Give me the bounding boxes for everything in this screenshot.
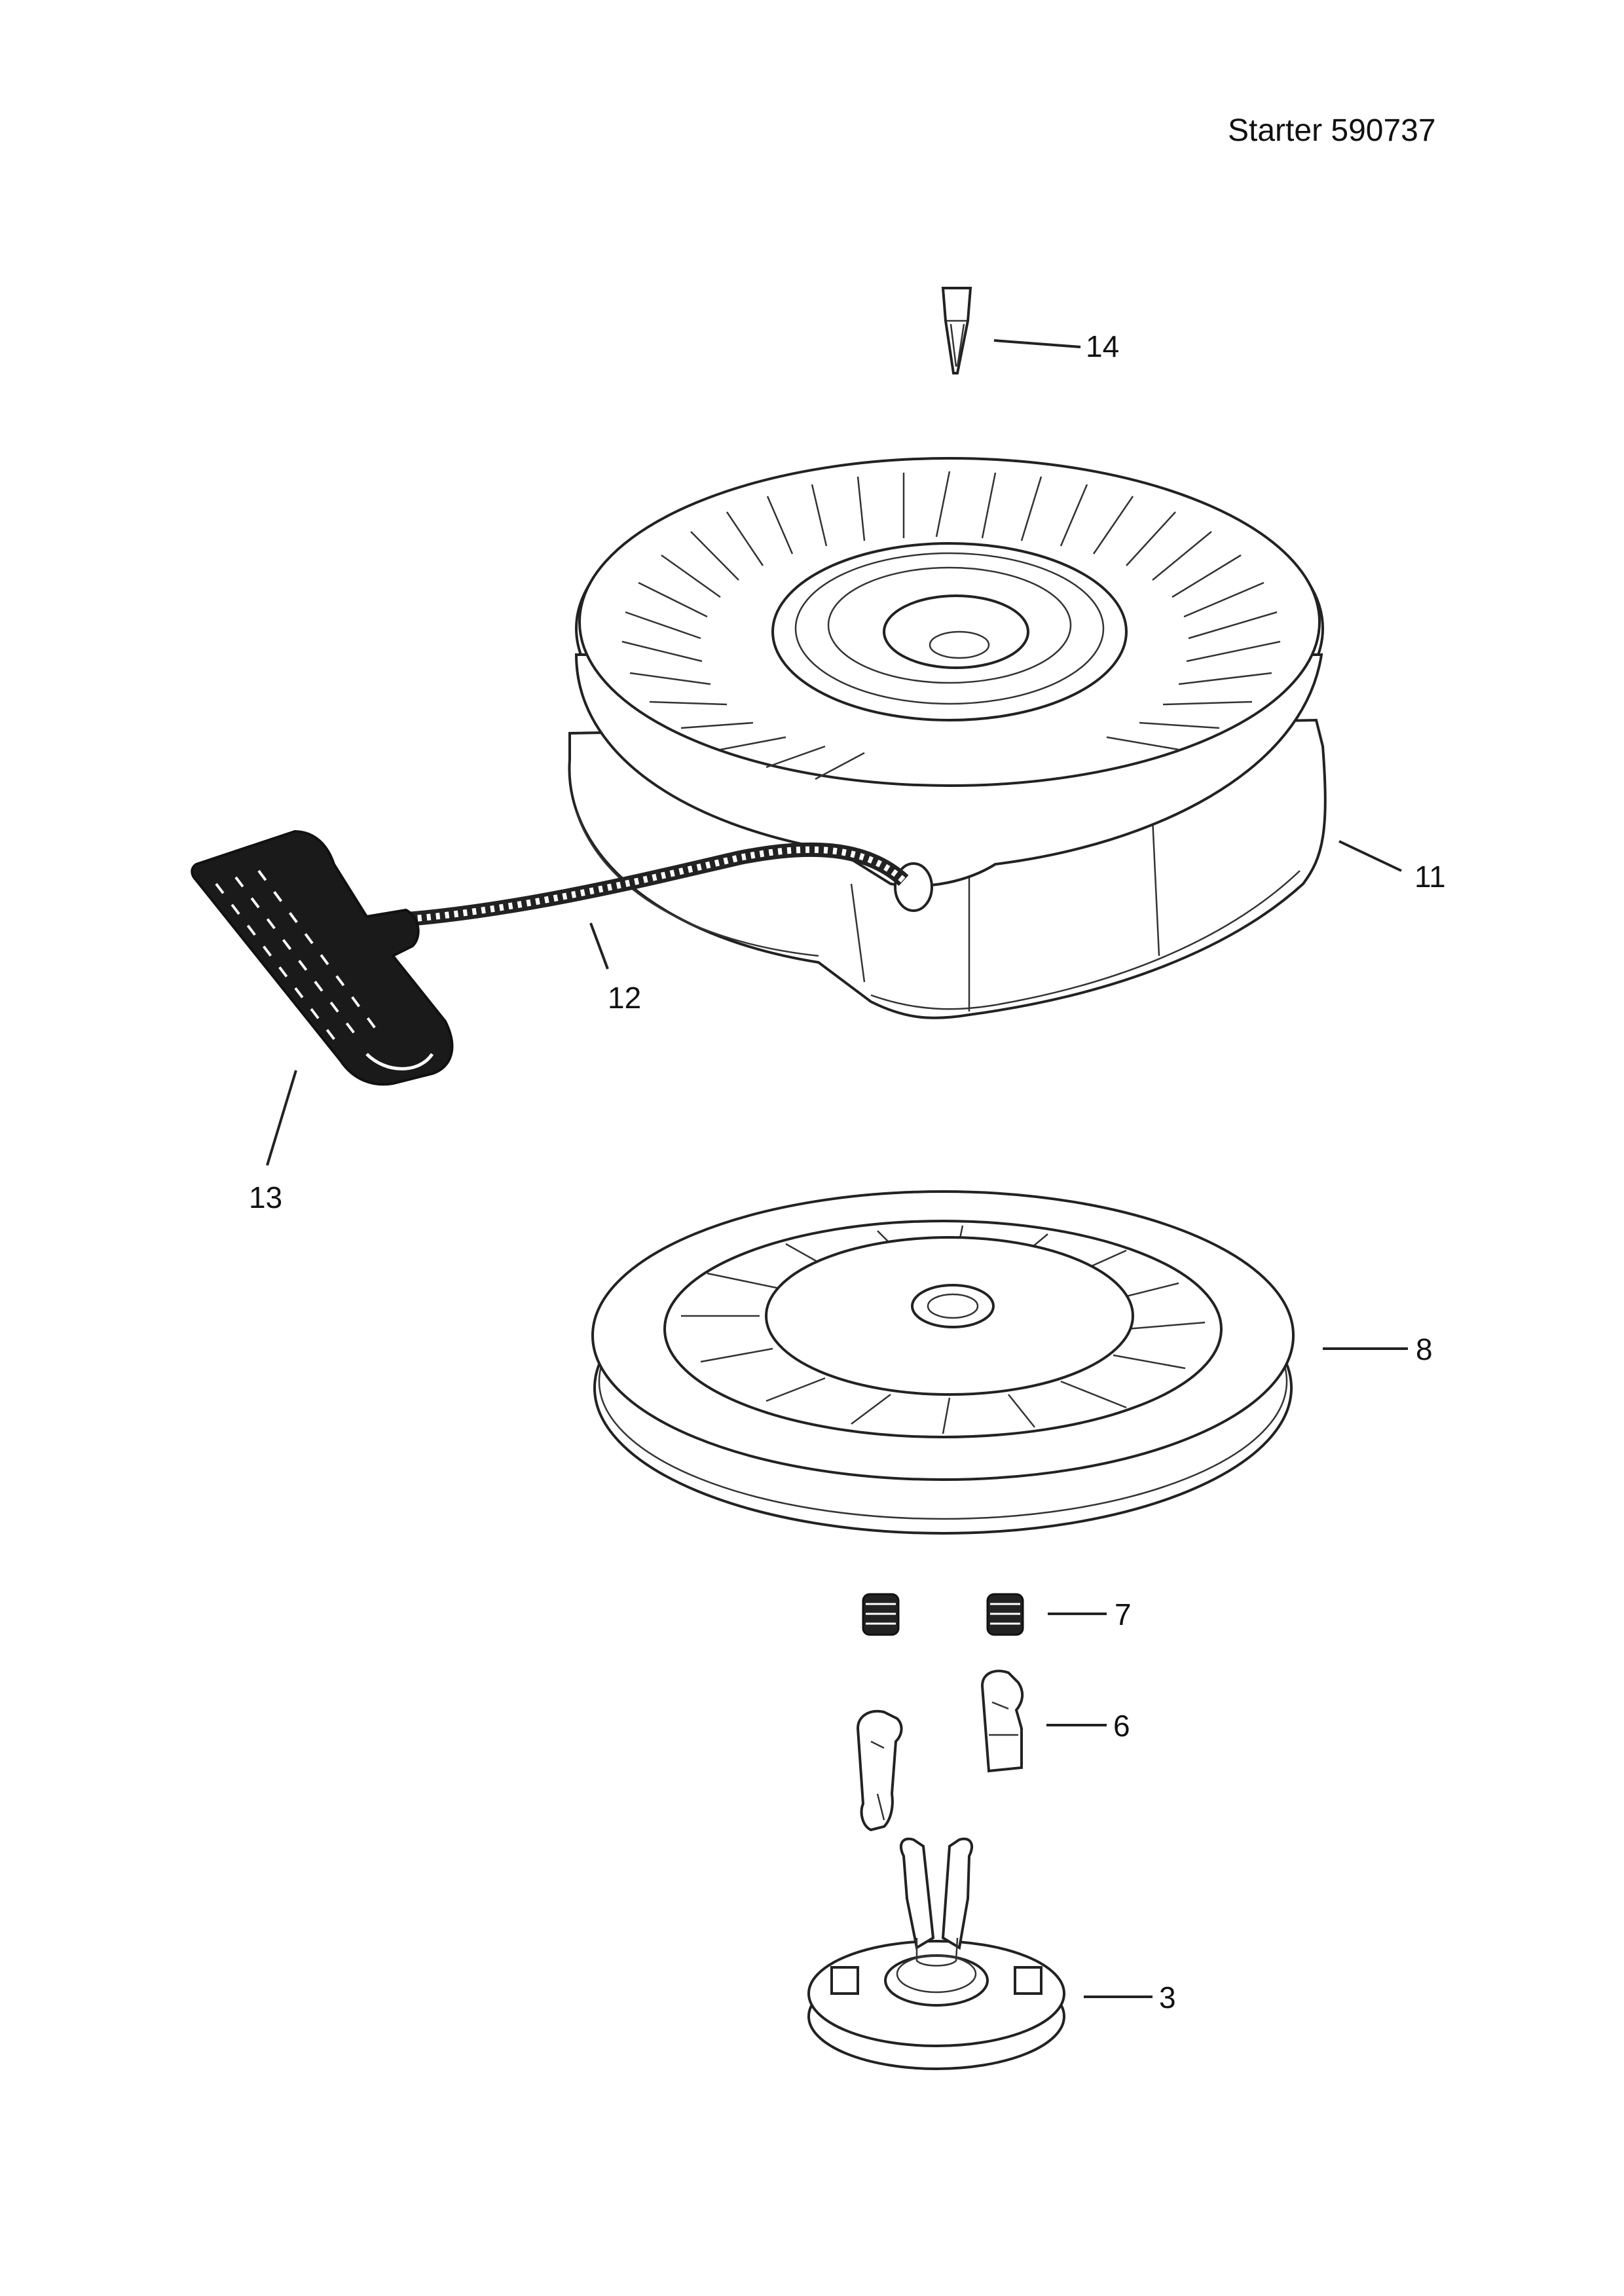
callout-11: 11 xyxy=(1414,860,1446,894)
leader-line-13 xyxy=(266,1070,297,1166)
part-13-handle xyxy=(191,829,454,1086)
part-6-pawl-left xyxy=(856,1709,903,1832)
callout-12: 12 xyxy=(608,981,641,1015)
callout-14: 14 xyxy=(1086,329,1119,363)
part-12-rope xyxy=(399,842,909,927)
part-7-spring-right xyxy=(986,1593,1024,1636)
callout-3: 3 xyxy=(1159,1980,1176,2014)
leader-line-12 xyxy=(589,922,609,970)
page-title: Starter 590737 xyxy=(1228,113,1436,148)
leader-line-11 xyxy=(1338,840,1402,872)
part-14-pin xyxy=(941,287,972,374)
part-8-pulley xyxy=(591,1190,1295,1535)
callout-8: 8 xyxy=(1416,1332,1433,1366)
callout-13: 13 xyxy=(249,1180,282,1214)
callout-7: 7 xyxy=(1115,1597,1132,1631)
leader-line-14 xyxy=(993,339,1081,348)
part-7-spring-left xyxy=(862,1593,900,1636)
callout-6: 6 xyxy=(1113,1709,1130,1743)
part-3-hub xyxy=(807,1837,1065,2070)
part-6-pawl-right xyxy=(980,1669,1024,1773)
housing-vent-slots xyxy=(621,471,1281,780)
part-11-housing xyxy=(568,457,1327,1019)
